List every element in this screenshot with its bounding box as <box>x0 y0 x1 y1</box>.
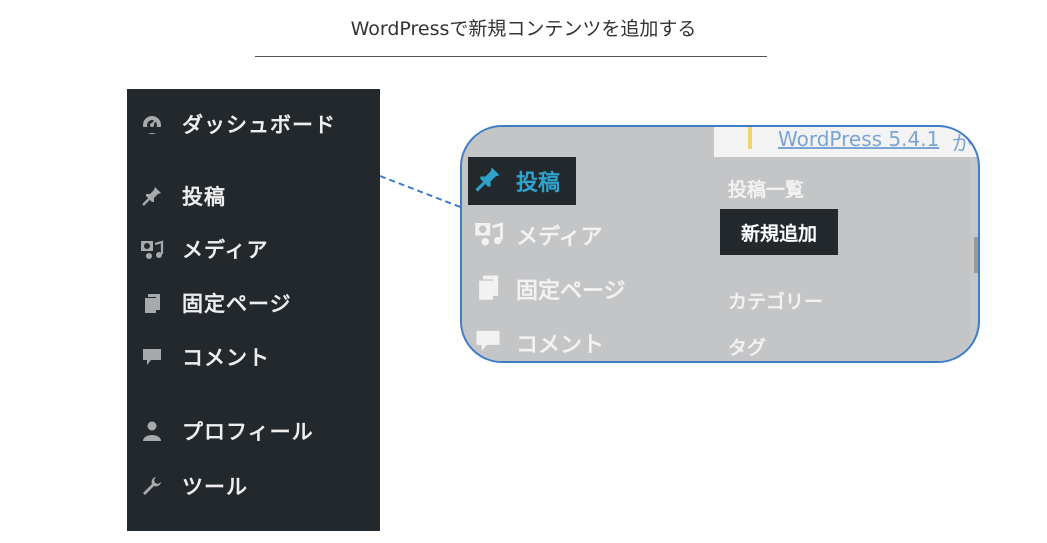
sidebar-item-posts[interactable]: 投稿 <box>127 176 380 216</box>
pages-icon <box>474 273 502 305</box>
sidebar-item-label: プロフィール <box>182 420 314 444</box>
sidebar-item-label: コメント <box>182 346 270 370</box>
sidebar-item-label: メディア <box>182 238 269 262</box>
comment-icon <box>139 344 165 370</box>
zoom-menu-item-posts[interactable]: 投稿 <box>468 157 576 205</box>
zoom-menu-label: 固定ページ <box>516 279 626 304</box>
zoom-menu-item-pages[interactable]: 固定ページ <box>468 269 708 309</box>
submenu-item-tags[interactable]: タグ <box>728 337 767 359</box>
sidebar-item-label: 固定ページ <box>182 292 292 316</box>
zoom-callout: WordPress 5.4.1 が 投稿 メディア 固定ページ コメント 投稿一… <box>460 125 980 363</box>
submenu-item-all-posts[interactable]: 投稿一覧 <box>728 179 805 201</box>
media-icon <box>474 219 504 251</box>
user-icon <box>139 418 165 444</box>
update-notice-suffix: が <box>952 131 972 155</box>
zoom-menu-label: メディア <box>516 225 603 250</box>
notice-accent-bar <box>748 127 752 149</box>
zoom-menu-label: コメント <box>516 333 605 358</box>
page-title: WordPressで新規コンテンツを追加する <box>350 18 697 40</box>
sidebar-item-pages[interactable]: 固定ページ <box>127 283 380 323</box>
admin-sidebar: ダッシュボード 投稿 メディア 固定ページ コメント プロフィール ツール <box>127 89 380 531</box>
sidebar-item-profile[interactable]: プロフィール <box>127 411 380 451</box>
zoom-menu-item-media[interactable]: メディア <box>468 215 708 255</box>
sidebar-item-label: ダッシュボード <box>182 113 336 137</box>
submenu-item-categories[interactable]: カテゴリー <box>728 291 824 313</box>
media-icon <box>139 236 165 262</box>
scrollbar[interactable] <box>974 237 978 273</box>
pin-icon <box>139 183 165 209</box>
submenu-pointer <box>704 175 715 197</box>
sidebar-item-tools[interactable]: ツール <box>127 466 380 506</box>
sidebar-item-comments[interactable]: コメント <box>127 337 380 377</box>
posts-submenu: 投稿一覧 カテゴリー タグ <box>714 157 970 361</box>
title-divider <box>255 56 767 57</box>
sidebar-item-dashboard[interactable]: ダッシュボード <box>127 104 380 144</box>
sidebar-item-media[interactable]: メディア <box>127 229 380 269</box>
pin-icon <box>474 165 502 197</box>
zoom-menu-label: 投稿 <box>516 171 561 196</box>
wrench-icon <box>139 473 165 499</box>
pages-icon <box>139 290 165 316</box>
comment-icon <box>474 327 502 359</box>
sidebar-item-label: 投稿 <box>182 185 226 209</box>
update-notice-link[interactable]: WordPress 5.4.1 <box>778 127 940 151</box>
dashboard-icon <box>139 111 165 137</box>
zoom-menu-item-comments[interactable]: コメント <box>468 323 708 361</box>
zoom-content-area <box>714 127 978 157</box>
submenu-item-add-new[interactable]: 新規追加 <box>720 209 838 255</box>
sidebar-item-label: ツール <box>182 475 248 499</box>
